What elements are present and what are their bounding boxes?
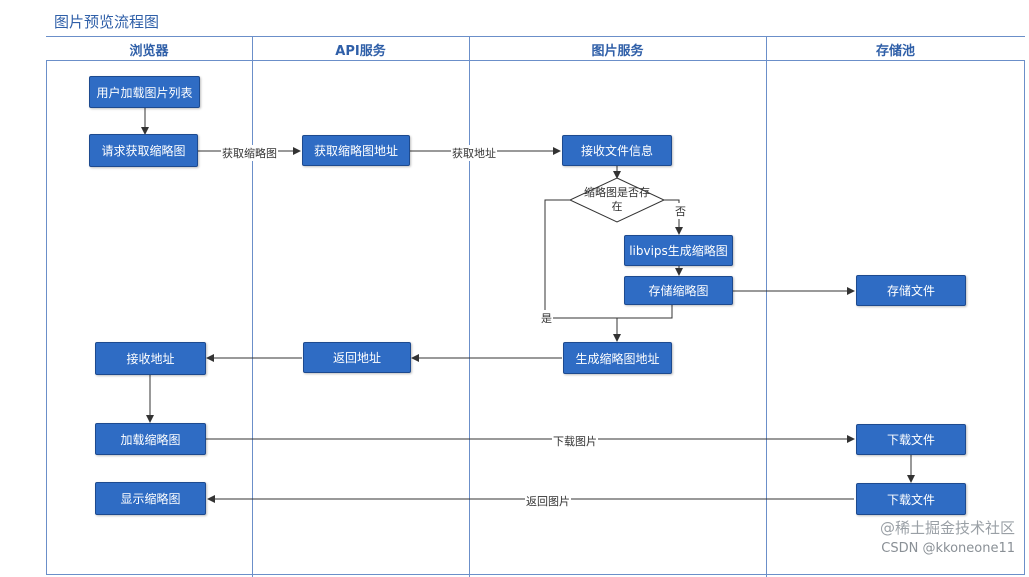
lane-header-row: 浏览器 API服务 图片服务 存储池: [46, 37, 1025, 61]
node-load-thumbnail: 加载缩略图: [95, 423, 206, 455]
edge-label-return-image: 返回图片: [525, 493, 571, 509]
lane-divider: [252, 37, 253, 577]
edge-label-get-thumbnail: 获取缩略图: [221, 145, 278, 161]
node-load-image-list: 用户加载图片列表: [89, 76, 200, 108]
edge-label-no: 否: [674, 203, 687, 219]
node-store-thumbnail: 存储缩略图: [624, 276, 733, 305]
edge-store-to-gen-url: [613, 305, 673, 342]
node-download-file-1: 下载文件: [856, 424, 966, 455]
lane-divider: [766, 37, 767, 577]
title-bar: 图片预览流程图: [46, 5, 1025, 37]
node-libvips-generate: libvips生成缩略图: [624, 235, 733, 266]
node-return-url: 返回地址: [303, 342, 411, 373]
edge-label-yes: 是: [540, 310, 553, 326]
node-show-thumbnail: 显示缩略图: [95, 482, 206, 515]
edge-decision-yes: [544, 199, 617, 319]
decision-label-line1: 缩略图是否存: [584, 186, 650, 199]
edge-label-download-image: 下载图片: [552, 433, 598, 449]
node-receive-file-info: 接收文件信息: [562, 135, 672, 166]
lane-title-browser: 浏览器: [129, 44, 169, 59]
edge-label-get-url: 获取地址: [451, 145, 497, 161]
edge-decision-no: [664, 199, 683, 235]
node-store-file: 存储文件: [856, 275, 966, 306]
lane-title-storage: 存储池: [875, 44, 915, 59]
decision-label: 缩略图是否存 在: [578, 186, 656, 214]
lane-divider: [469, 37, 470, 577]
decision-diamond: [568, 177, 666, 223]
diagram-title: 图片预览流程图: [54, 13, 160, 31]
node-get-thumbnail-url: 获取缩略图地址: [302, 135, 410, 166]
decision-label-line2: 在: [611, 200, 623, 213]
node-request-thumbnail: 请求获取缩略图: [89, 134, 198, 167]
node-download-file-2: 下载文件: [856, 483, 966, 515]
credit-text: CSDN @kkoneone11: [881, 541, 1015, 556]
lane-title-api: API服务: [335, 44, 386, 59]
node-generate-thumbnail-url: 生成缩略图地址: [563, 342, 672, 374]
node-receive-url: 接收地址: [95, 342, 206, 375]
lane-title-image-service: 图片服务: [591, 44, 644, 59]
edges-layer: [141, 108, 915, 503]
watermark: @稀土掘金技术社区: [879, 519, 1015, 537]
